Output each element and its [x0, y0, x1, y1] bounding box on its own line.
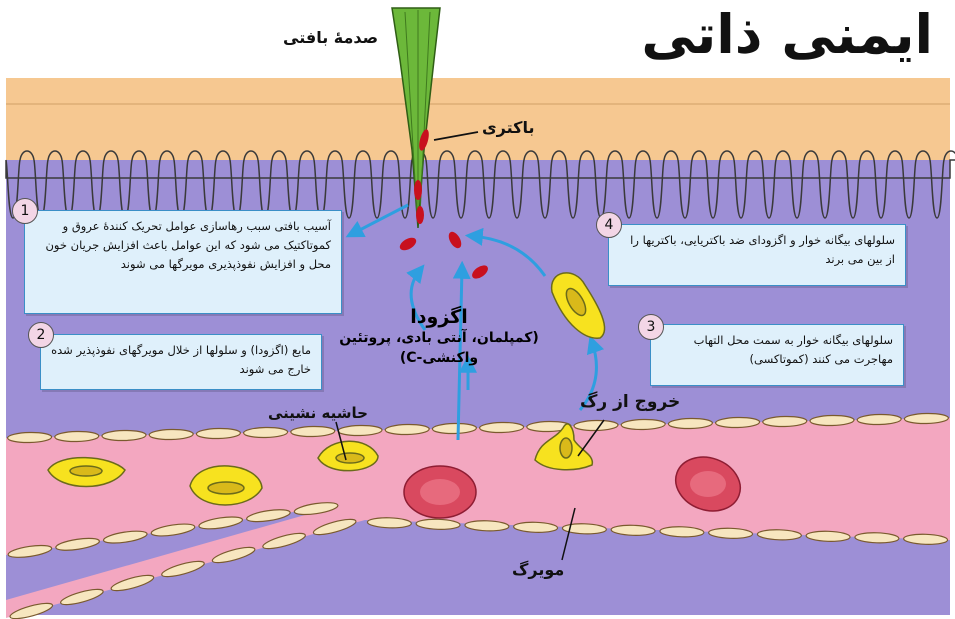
endothelial-cell [904, 413, 948, 424]
step2-box: مایع (اگزودا) و سلولها از خلال مویرگهای … [40, 334, 322, 390]
endothelial-cell [7, 432, 51, 443]
step4-badge: 4 [596, 212, 622, 238]
capillary-label: مویرگ [512, 560, 564, 579]
endothelial-cell [55, 431, 99, 442]
margination-label: حاشیه نشینی [268, 404, 368, 422]
endothelial-cell [621, 419, 665, 430]
step4-box: سلولهای بیگانه خوار و اگزودای ضد باکتریا… [608, 224, 906, 286]
endothelial-cell [715, 417, 759, 428]
step1-box: آسیب بافتی سبب رهاسازی عوامل تحریک کننده… [24, 210, 342, 314]
exudate-title: اگزودا [326, 306, 552, 328]
step1-badge: 1 [12, 198, 38, 224]
exudate-line1: (کمپلمان، آنتی بادی، پروتئین [326, 328, 552, 348]
endothelial-cell [479, 422, 523, 433]
exudate-label-group: اگزودا (کمپلمان، آنتی بادی، پروتئین واکن… [326, 306, 552, 368]
endothelial-cell [102, 430, 146, 441]
bacterium [414, 180, 422, 200]
bacteria-label: باکتری [482, 118, 534, 137]
endothelial-cell [810, 415, 854, 426]
page-title: ایمنی ذاتی [641, 0, 933, 70]
endothelial-cell [574, 420, 618, 431]
bacterium [416, 206, 424, 224]
endothelial-cell [196, 428, 240, 439]
step3-box: سلولهای بیگانه خوار به سمت محل التهاب مه… [650, 324, 904, 386]
exudate-line2: واکنشی-C) [326, 348, 552, 368]
endothelial-cell [432, 423, 476, 434]
endothelial-cell [291, 426, 335, 437]
endothelial-cell [763, 416, 807, 427]
endothelial-cell [668, 418, 712, 429]
endothelial-cell [338, 425, 382, 436]
endothelial-cell [857, 414, 901, 425]
diapedesis-label: خروج از رگ [580, 392, 680, 412]
step2-badge: 2 [28, 322, 54, 348]
endothelial-cell [149, 429, 193, 440]
tissue-injury-label: صدمهٔ بافتی [283, 28, 378, 47]
endothelial-cell [243, 427, 287, 438]
step3-badge: 3 [638, 314, 664, 340]
endothelial-cell [385, 424, 429, 435]
